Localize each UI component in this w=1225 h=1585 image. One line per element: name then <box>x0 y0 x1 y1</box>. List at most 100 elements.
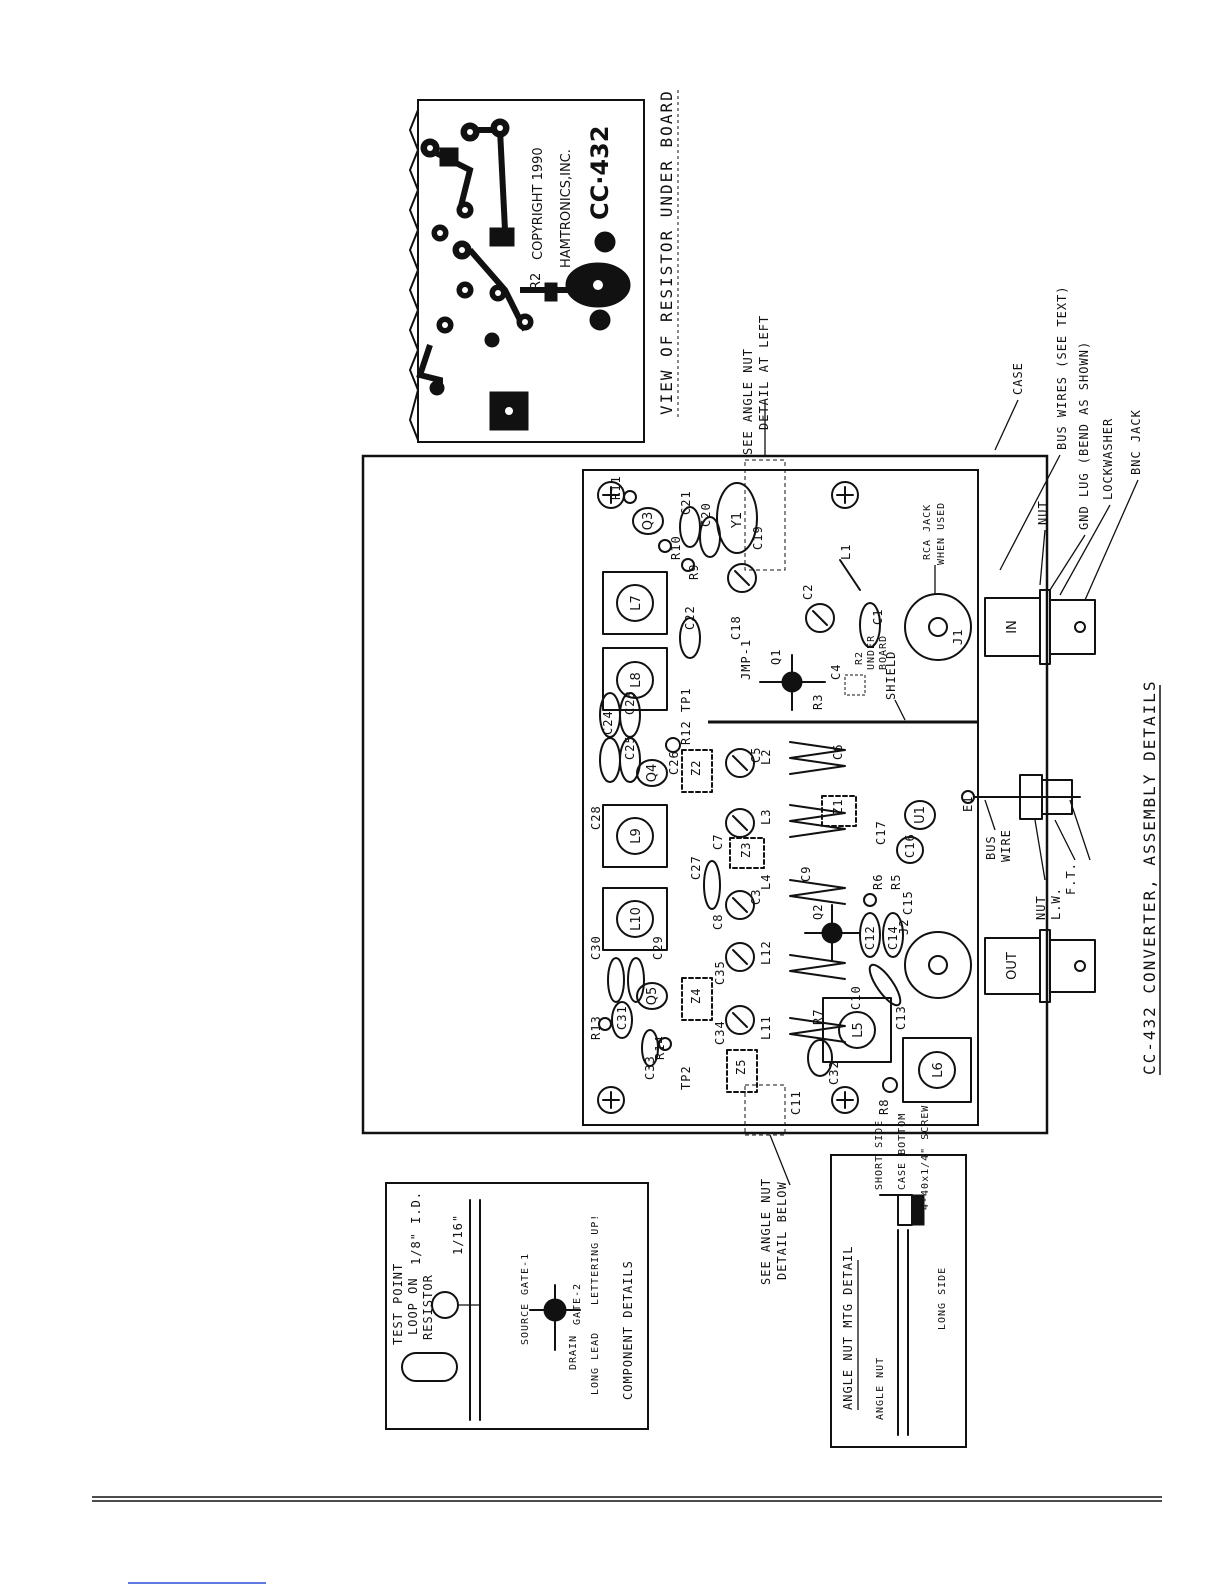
callout-r2-under-2: UNDER <box>866 635 877 670</box>
callout-bus-wire-2: WIRE <box>999 829 1013 862</box>
svg-text:C15: C15 <box>901 890 915 915</box>
svg-text:C18: C18 <box>729 615 743 640</box>
cap-c31 <box>611 1001 633 1039</box>
cap-c26 <box>619 737 641 783</box>
torn-edge <box>409 109 419 441</box>
coil-l4 <box>789 879 846 905</box>
svg-text:C1: C1 <box>871 609 885 625</box>
trimmer-cap-c18 <box>727 563 757 593</box>
svg-text:Y1: Y1 <box>730 512 745 529</box>
svg-text:J1: J1 <box>951 629 965 645</box>
trimmer-cap-c2 <box>805 603 835 633</box>
pin-drain: DRAIN <box>568 1335 579 1370</box>
svg-text:Q1: Q1 <box>769 649 783 665</box>
cap-c16 <box>896 836 924 864</box>
svg-text:C24: C24 <box>601 710 615 735</box>
callout-lw-ft: L.W. <box>1049 887 1063 920</box>
svg-text:R10: R10 <box>669 535 683 560</box>
choke-z1 <box>821 795 857 827</box>
callout-bnc-jack: BNC JACK <box>1129 409 1143 475</box>
angle-nut-short-side: SHORT SIDE <box>874 1120 885 1190</box>
cap-c30 <box>607 957 625 1003</box>
svg-text:C12: C12 <box>863 925 877 950</box>
cap-c25 <box>599 737 621 783</box>
coil-l1 <box>839 559 861 591</box>
callout-shield: SHIELD <box>884 651 898 700</box>
choke-z4 <box>681 977 713 1021</box>
resistor-r13 <box>598 1017 612 1031</box>
callout-nut-ft: NUT <box>1034 895 1048 920</box>
trimmer-cap-c35 <box>725 942 755 972</box>
svg-text:C5: C5 <box>749 747 763 763</box>
test-point-loop <box>401 1352 458 1382</box>
svg-text:L10: L10 <box>629 907 644 931</box>
svg-text:Q4: Q4 <box>645 764 660 783</box>
svg-text:Q5: Q5 <box>645 987 660 1006</box>
svg-text:C2: C2 <box>801 584 815 600</box>
svg-text:L8: L8 <box>629 672 644 688</box>
svg-text:R3: R3 <box>811 694 825 710</box>
svg-text:C21: C21 <box>679 490 693 515</box>
screw-head <box>911 1194 925 1226</box>
callout-rca-jack-1: RCA JACK <box>922 504 933 560</box>
svg-text:OUT: OUT <box>1005 952 1020 980</box>
resistor-r14 <box>658 1037 672 1051</box>
angle-nut-screw: 4-40x1/4" SCREW <box>920 1105 931 1210</box>
svg-text:J2: J2 <box>897 919 911 935</box>
cap-c20 <box>699 516 721 558</box>
svg-text:C32: C32 <box>827 1060 841 1085</box>
jack-j2: OUT <box>904 929 1096 1003</box>
inductor-can-l9: L9 <box>602 804 668 868</box>
id-label: 1/8" I.D. <box>409 1191 423 1265</box>
resistor-r10 <box>658 539 672 553</box>
transistor-q4: Q4 <box>636 759 668 787</box>
svg-text:C22: C22 <box>683 605 697 630</box>
angle-nut-case-bottom: CASE BOTTOM <box>897 1113 908 1190</box>
crystal-y1: Y1 <box>716 482 758 554</box>
foil-caption: VIEW OF RESISTOR UNDER BOARD <box>657 89 676 415</box>
svg-text:Z1: Z1 <box>831 799 845 815</box>
foil-board-outline <box>417 99 645 443</box>
angle-nut-long-side: LONG SIDE <box>937 1267 948 1330</box>
svg-text:C4: C4 <box>829 664 843 680</box>
svg-text:L9: L9 <box>629 828 644 844</box>
pcb-foil-view: COPYRIGHT 1990 HAMTRONICS,INC. CC·432 R2… <box>409 89 679 443</box>
svg-text:C34: C34 <box>713 1020 727 1045</box>
svg-text:L12: L12 <box>759 940 773 965</box>
pc-board <box>582 469 979 1126</box>
mosfet-q2 <box>804 904 861 961</box>
pin-source: SOURCE <box>520 1303 531 1345</box>
main-caption: CC-432 CONVERTER, ASSEMBLY DETAILS <box>1140 679 1159 1075</box>
svg-text:C19: C19 <box>751 525 765 550</box>
callout-tp2: TP2 <box>679 1065 693 1090</box>
svg-text:U1: U1 <box>913 806 928 824</box>
svg-text:Q2: Q2 <box>811 904 825 920</box>
svg-text:L1: L1 <box>839 544 853 560</box>
resistor-r8 <box>882 1077 898 1093</box>
pin-long-lead: LONG LEAD <box>590 1332 601 1395</box>
test-point-label-1: TEST POINT <box>391 1263 405 1345</box>
feedthru-e1 <box>961 774 1081 820</box>
svg-text:Z3: Z3 <box>739 842 753 858</box>
svg-text:Z5: Z5 <box>734 1059 748 1075</box>
svg-text:C25: C25 <box>623 735 637 760</box>
svg-text:C17: C17 <box>874 820 888 845</box>
svg-text:C30: C30 <box>589 935 603 960</box>
callout-lockwasher: LOCKWASHER <box>1101 418 1115 500</box>
svg-text:R5: R5 <box>889 874 903 890</box>
callout-angle-nut-left-1: SEE ANGLE NUT <box>741 348 755 455</box>
svg-text:C3: C3 <box>749 889 763 905</box>
svg-text:E1: E1 <box>961 796 975 812</box>
svg-text:R13: R13 <box>589 1015 603 1040</box>
callout-rca-jack-2: WHEN USED <box>936 502 947 565</box>
resistor-r6 <box>863 893 877 907</box>
pin-gate2: GATE-2 <box>572 1283 583 1325</box>
transistor-q5: Q5 <box>636 982 668 1010</box>
callout-gnd-lug: GND LUG (BEND AS SHOWN) <box>1077 341 1091 530</box>
resistor-r9 <box>681 558 695 572</box>
test-point-label-2: LOOP ON <box>406 1277 420 1335</box>
svg-text:L2: L2 <box>759 749 773 765</box>
transistor-q3: Q3 <box>632 507 664 535</box>
svg-text:C20: C20 <box>699 502 713 527</box>
